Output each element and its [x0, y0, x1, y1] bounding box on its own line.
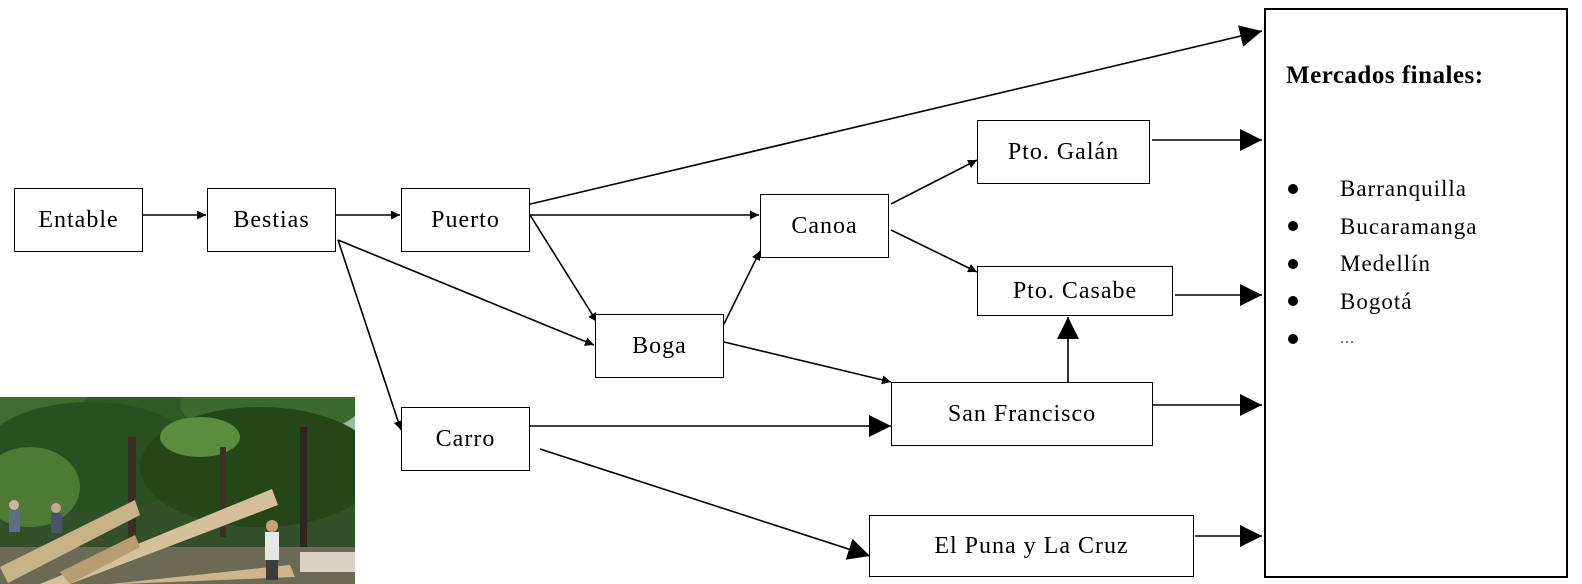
bullet-icon	[1288, 221, 1298, 232]
bullet-icon	[1288, 183, 1298, 194]
node-canoa: Canoa	[760, 194, 889, 258]
edge-carro-elpuna	[539, 448, 871, 560]
market-label: ...	[1340, 330, 1355, 347]
node-carro: Carro	[401, 407, 530, 471]
bullet-icon	[1288, 258, 1298, 269]
edge-puerto-mercados	[521, 25, 1263, 207]
photo-illustration	[0, 397, 355, 584]
bullet-icon	[1288, 296, 1298, 307]
market-label: Medellín	[1340, 251, 1432, 276]
node-san-francisco: San Francisco	[891, 382, 1153, 446]
node-boga: Boga	[595, 314, 724, 378]
node-puerto: Puerto	[401, 188, 530, 252]
node-pto-galan: Pto. Galán	[977, 120, 1150, 184]
bullet-icon	[1288, 333, 1298, 344]
edge-bestias-boga	[337, 239, 595, 346]
edge-bestias-carro	[337, 239, 403, 431]
node-pto-casabe: Pto. Casabe	[977, 266, 1173, 316]
edge-boga-sanfrancisco	[723, 341, 892, 385]
edge-canoa-ptocasabe	[890, 229, 978, 273]
timber-loading-photo	[0, 397, 355, 584]
markets-box: Mercados finales: Barranquilla Bucaraman…	[1264, 8, 1568, 578]
edge-canoa-ptogalan	[890, 159, 978, 205]
market-label: Bucaramanga	[1340, 213, 1478, 239]
markets-title: Mercados finales:	[1286, 62, 1484, 89]
node-entable: Entable	[14, 188, 143, 252]
edge-boga-canoa	[723, 250, 761, 325]
market-label: Bogotá	[1340, 288, 1413, 314]
node-bestias: Bestias	[207, 188, 336, 252]
node-el-puna: El Puna y La Cruz	[869, 515, 1194, 577]
edge-puerto-boga	[529, 214, 598, 323]
market-label: Barranquilla	[1340, 176, 1467, 201]
